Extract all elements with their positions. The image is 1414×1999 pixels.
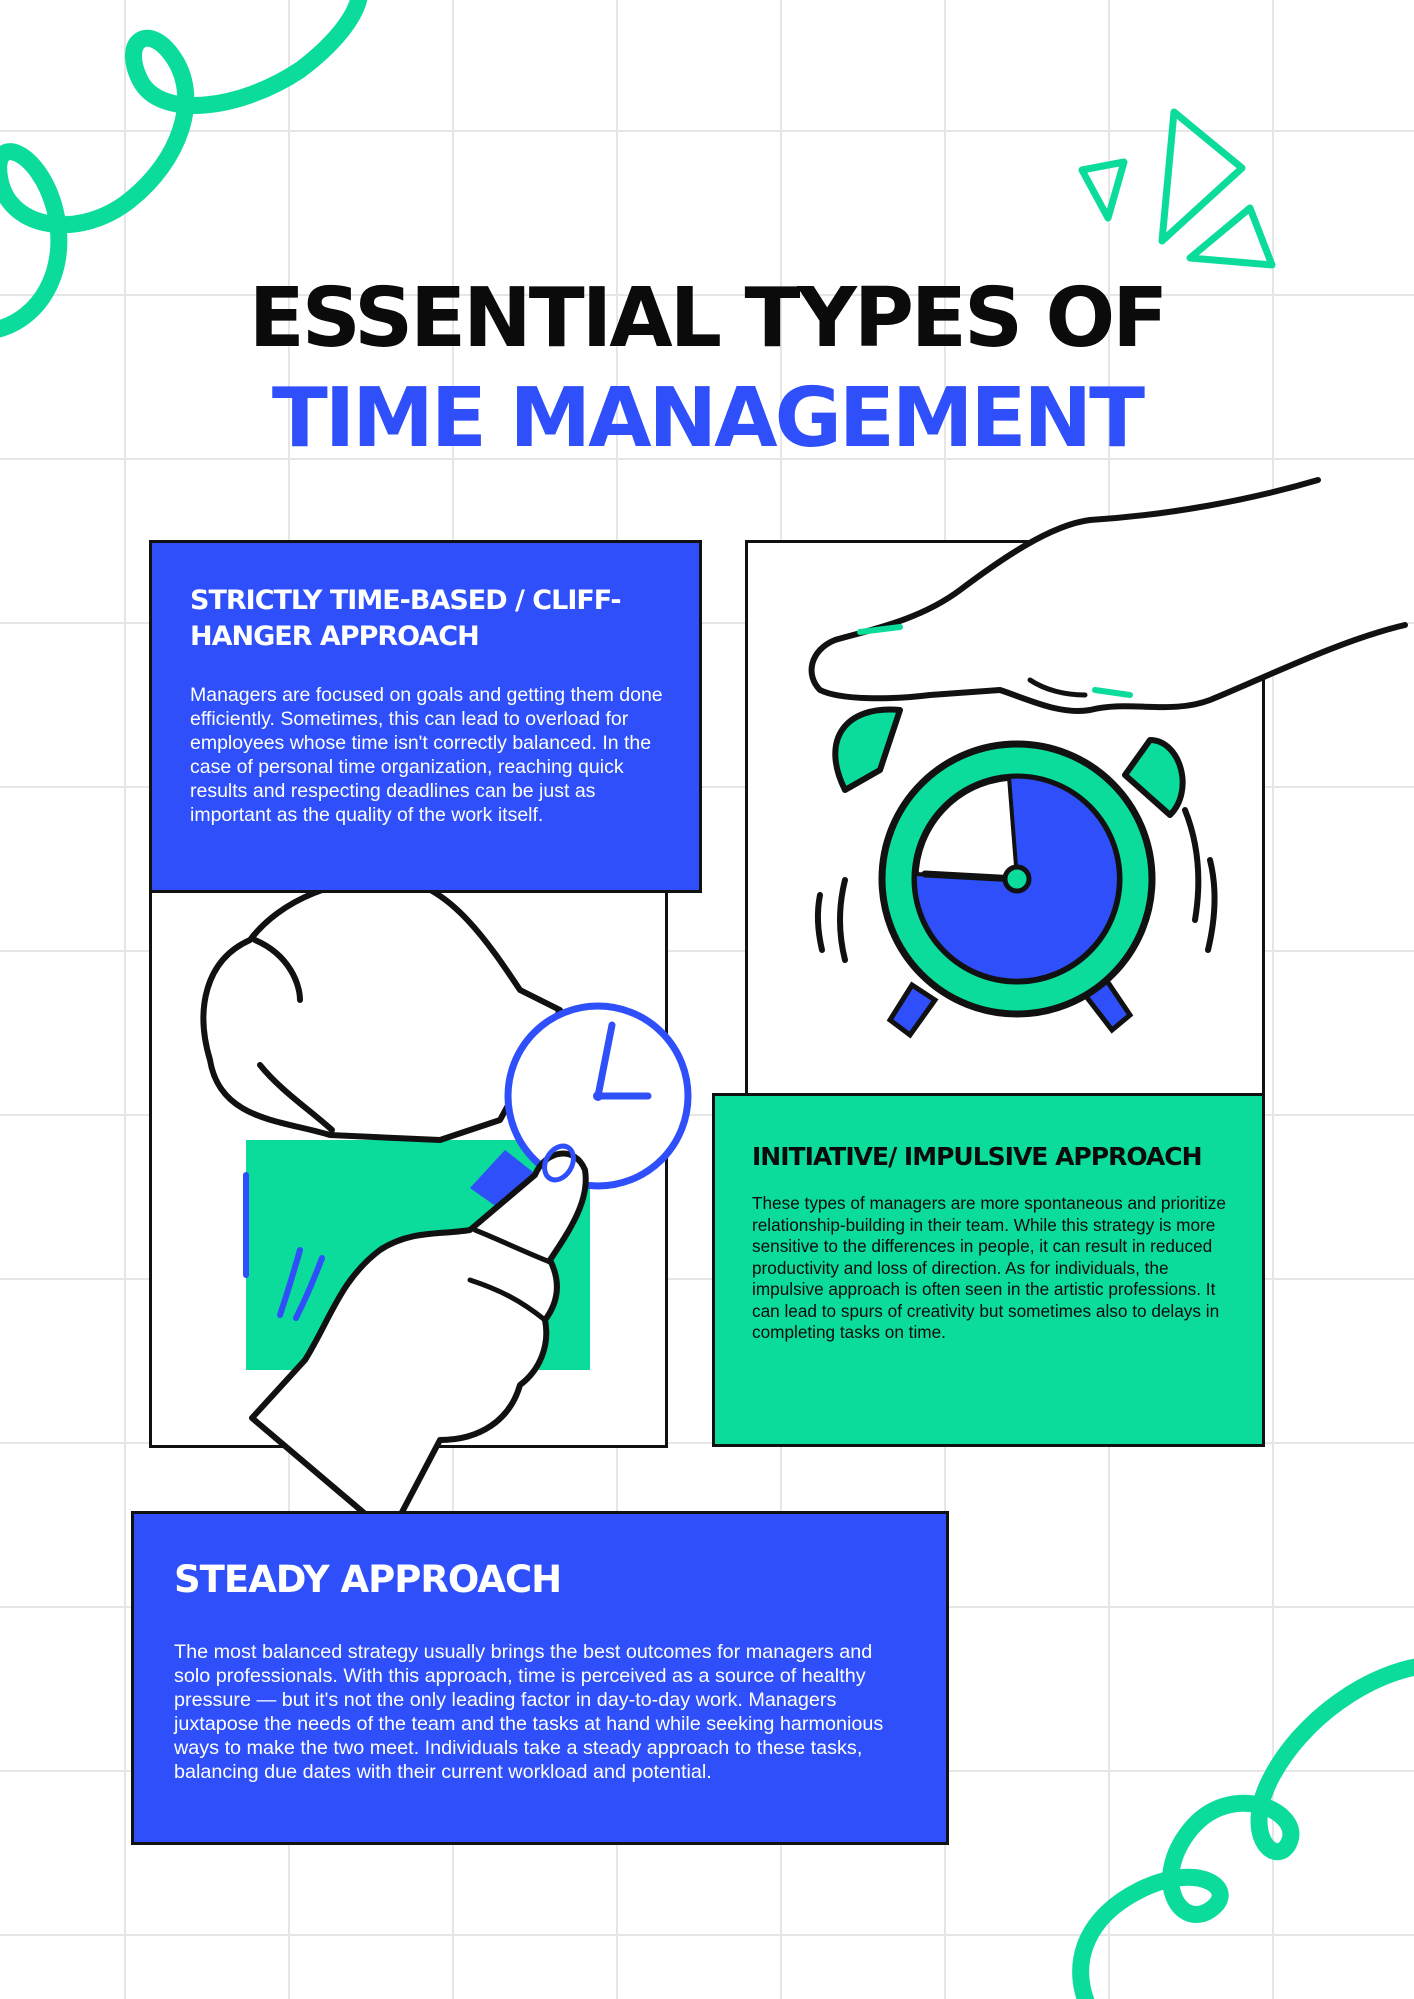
page-subtitle: TIME MANAGEMENT (271, 371, 1145, 466)
section-heading: INITIATIVE/ IMPULSIVE APPROACH (752, 1142, 1203, 1171)
section-body: The most balanced strategy usually bring… (174, 1641, 884, 1783)
green-squiggle-icon (1072, 1658, 1414, 1999)
green-squiggle-icon (0, 0, 368, 338)
green-triangle-sparkle-icon (1078, 108, 1276, 269)
section-heading: STEADY APPROACH (174, 1558, 562, 1601)
section-initiative-impulsive: INITIATIVE/ IMPULSIVE APPROACH These typ… (712, 1093, 1265, 1447)
page-title: ESSENTIAL TYPES OF (248, 271, 1169, 366)
section-strictly-time-based: STRICTLY TIME-BASED / CLIFF-HANGER APPRO… (149, 540, 702, 893)
hand-pointing-at-wristwatch-icon (200, 876, 692, 1538)
section-body: Managers are focused on goals and gettin… (190, 684, 663, 826)
section-steady-approach: STEADY APPROACH The most balanced strate… (131, 1511, 949, 1845)
section-heading: STRICTLY TIME-BASED / CLIFF-HANGER APPRO… (190, 585, 622, 652)
hand-on-alarm-clock-icon (808, 477, 1408, 1039)
section-body: These types of managers are more spontan… (752, 1193, 1226, 1342)
